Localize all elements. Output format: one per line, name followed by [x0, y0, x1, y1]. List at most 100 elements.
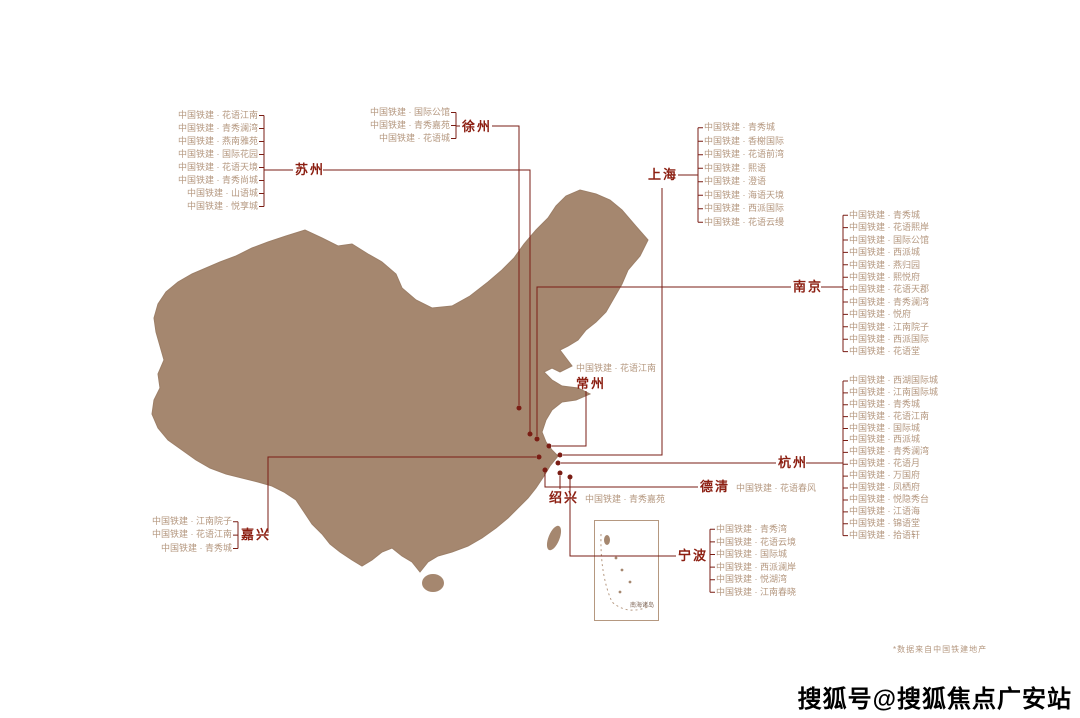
- project-item: 中国铁建 · 花语城: [379, 133, 450, 143]
- city-label-deqing: 德清: [700, 479, 731, 494]
- project-item: 中国铁建 · 花语天郡: [849, 284, 929, 295]
- project-item: 中国铁建 · 青秀城: [849, 210, 920, 220]
- changzhou-project: 中国铁建 · 花语江南: [576, 363, 656, 373]
- project-item: 中国铁建 · 花语云境: [716, 536, 796, 547]
- city-label-shanghai: 上海: [648, 167, 679, 182]
- jiaxing-connector: [267, 456, 536, 533]
- city-dots: [516, 405, 573, 480]
- project-item: 中国铁建 · 国际公馆: [370, 107, 450, 117]
- project-item: 中国铁建 · 江南院子: [152, 516, 232, 526]
- project-item: 中国铁建 · 澄语: [704, 176, 766, 186]
- project-item: 中国铁建 · 山语城: [187, 188, 258, 198]
- xuzhou-connector: [456, 125, 520, 405]
- project-item: 中国铁建 · 西派国际: [849, 333, 929, 344]
- nanjing-project-list: 中国铁建 · 青秀城 中国铁建 · 花语熙岸 中国铁建 · 国际公馆 中国铁建 …: [849, 209, 959, 358]
- project-item: 中国铁建 · 凤栖府: [849, 482, 920, 493]
- project-item: 中国铁建 · 国际花园: [178, 149, 258, 159]
- watermark: 搜狐号@搜狐焦点广安站: [797, 686, 1072, 713]
- project-item: 中国铁建 · 花语前湾: [704, 149, 784, 159]
- project-item: 中国铁建 · 青秀澜湾: [849, 446, 929, 457]
- project-item: 中国铁建 · 花语熙岸: [849, 222, 929, 233]
- project-item: 中国铁建 · 青秀湾: [716, 524, 787, 534]
- project-item: 中国铁建 · 青秀城: [849, 398, 920, 409]
- project-item: 中国铁建 · 熙悦府: [849, 271, 920, 282]
- project-item: 中国铁建 · 花语云缦: [704, 216, 784, 227]
- project-item: 中国铁建 · 西派城: [849, 434, 920, 445]
- data-source-footnote: *数据来自中国铁建地产: [893, 645, 988, 654]
- project-item: 中国铁建 · 悦隐秀台: [849, 493, 929, 504]
- project-item: 中国铁建 · 悦府: [849, 309, 911, 320]
- project-item: 中国铁建 · 青秀城: [161, 542, 232, 553]
- project-item: 中国铁建 · 熙语: [704, 162, 766, 173]
- project-item: 中国铁建 · 江语海: [849, 505, 920, 516]
- city-label-nanjing: 南京: [793, 279, 824, 294]
- project-item: 中国铁建 · 悦湖湾: [716, 574, 787, 585]
- city-label-ningbo: 宁波: [678, 548, 709, 563]
- project-item: 中国铁建 · 西派澜岸: [716, 561, 796, 572]
- project-item: 中国铁建 · 江南院子: [849, 321, 929, 332]
- project-item: 中国铁建 · 国际城: [849, 422, 920, 433]
- city-label-jiaxing: 嘉兴: [241, 527, 272, 542]
- project-item: 中国铁建 · 西派城: [849, 247, 920, 258]
- project-item: 中国铁建 · 青秀澜湾: [849, 296, 929, 307]
- deqing-connector: [544, 472, 698, 488]
- inset-label: 南海诸岛: [630, 603, 655, 609]
- changzhou-dot: [546, 443, 552, 449]
- deqing-project: 中国铁建 · 花语春风: [736, 483, 816, 493]
- project-item: 中国铁建 · 燕归园: [849, 259, 920, 270]
- shaoxing-dot: [557, 470, 563, 476]
- city-label-hangzhou: 杭州: [778, 455, 809, 470]
- hangzhou-project-list: 中国铁建 · 西湖国际城 中国铁建 · 江南国际城 中国铁建 · 青秀城 中国铁…: [849, 375, 969, 541]
- hangzhou-dot: [555, 460, 561, 466]
- deqing-dot: [542, 467, 548, 473]
- suzhou-dot: [527, 431, 533, 437]
- project-item: 中国铁建 · 国际公馆: [849, 234, 929, 245]
- xuzhou-project-list: 中国铁建 · 国际公馆 中国铁建 · 青秀嘉苑 中国铁建 · 花语城: [362, 106, 450, 145]
- connector-lines: [264, 125, 843, 557]
- project-item: 中国铁建 · 花语天境: [178, 162, 258, 172]
- project-item: 中国铁建 · 花语江南: [178, 110, 258, 120]
- project-item: 中国铁建 · 拾语轩: [849, 529, 920, 540]
- hainan-island: [422, 574, 444, 592]
- changzhou-connector: [552, 391, 587, 447]
- project-item: 中国铁建 · 海语天境: [704, 189, 784, 200]
- project-item: 中国铁建 · 锦语堂: [849, 517, 920, 528]
- project-item: 中国铁建 · 万国府: [849, 470, 920, 481]
- city-label-shaoxing: 绍兴: [549, 490, 580, 505]
- project-item: 中国铁建 · 西湖国际城: [849, 375, 938, 385]
- project-item: 中国铁建 · 青秀澜湾: [178, 123, 258, 133]
- ningbo-dot: [567, 474, 573, 480]
- project-item: 中国铁建 · 青秀城: [704, 122, 775, 132]
- project-item: 中国铁建 · 花语江南: [849, 410, 929, 421]
- project-item: 中国铁建 · 青秀尚城: [178, 175, 258, 185]
- project-item: 中国铁建 · 江南春晓: [716, 586, 796, 597]
- project-item: 中国铁建 · 西派国际: [704, 203, 784, 213]
- shanghai-dot: [557, 452, 563, 458]
- xuzhou-dot: [516, 405, 522, 411]
- shanghai-project-list: 中国铁建 · 青秀城 中国铁建 · 香榭国际 中国铁建 · 花语前湾 中国铁建 …: [704, 121, 814, 229]
- china-mainland-shape: [151, 189, 649, 573]
- ningbo-project-list: 中国铁建 · 青秀湾 中国铁建 · 花语云境 中国铁建 · 国际城 中国铁建 ·…: [716, 523, 826, 599]
- jiaxing-dot: [536, 454, 542, 460]
- south-china-sea-inset: [594, 520, 659, 621]
- shaoxing-project: 中国铁建 · 青秀嘉苑: [585, 494, 665, 504]
- project-item: 中国铁建 · 青秀嘉苑: [370, 120, 450, 130]
- map-shapes: [151, 189, 649, 592]
- list-brackets: [233, 112, 848, 593]
- project-item: 中国铁建 · 悦享城: [187, 201, 258, 211]
- city-label-suzhou: 苏州: [295, 162, 326, 177]
- suzhou-project-list: 中国铁建 · 花语江南 中国铁建 · 青秀澜湾 中国铁建 · 燕南雅苑 中国铁建…: [166, 109, 258, 213]
- suzhou-connector: [264, 169, 531, 432]
- project-item: 中国铁建 · 花语月: [849, 458, 920, 469]
- project-item: 中国铁建 · 燕南雅苑: [178, 136, 258, 146]
- nanjing-dot: [534, 436, 540, 442]
- shanghai-connector: [563, 174, 698, 456]
- project-item: 中国铁建 · 香榭国际: [704, 135, 784, 146]
- nanjing-connector: [536, 286, 843, 436]
- ningbo-connector: [569, 479, 676, 557]
- project-item: 中国铁建 · 花语江南: [152, 529, 232, 540]
- taiwan-island: [546, 525, 562, 551]
- project-item: 中国铁建 · 花语堂: [849, 346, 920, 357]
- city-label-changzhou: 常州: [576, 376, 607, 391]
